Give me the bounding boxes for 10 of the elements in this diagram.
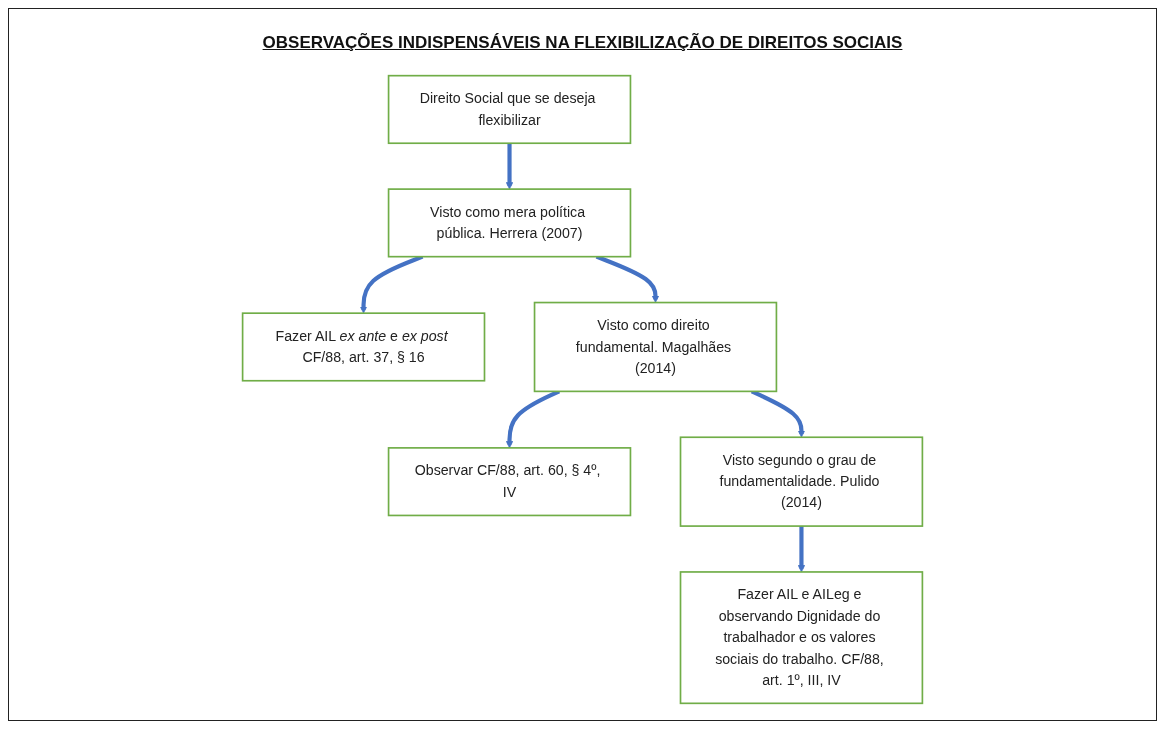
- node-box: Direito Social que se deseja flexibilizar: [387, 74, 632, 145]
- arrow: [505, 143, 514, 190]
- arrow: [797, 526, 806, 573]
- node-box: Visto segundo o grau de fundamentalidade. Pulido (2014): [679, 436, 924, 527]
- node-box: Visto como direito fundamental. Magalhães (2014): [533, 301, 778, 393]
- node-box: Fazer AIL ex ante e ex post CF/88, art. 37, § 16: [241, 312, 486, 382]
- diagram-title: OBSERVAÇÕES INDISPENSÁVEIS NA FLEXIBILIZAÇÃO DE DIREITOS SOCIAIS: [261, 33, 904, 53]
- node-box: Fazer AIL e AILeg e observando Dignidade do trabalhador e os valores sociais do trabalho. CF/88, art. 1º, III, IV: [679, 571, 924, 705]
- node-box: Observar CF/88, art. 60, § 4º, IV: [387, 447, 632, 517]
- node-box: Visto como mera política pública. Herrera (2007): [387, 188, 632, 258]
